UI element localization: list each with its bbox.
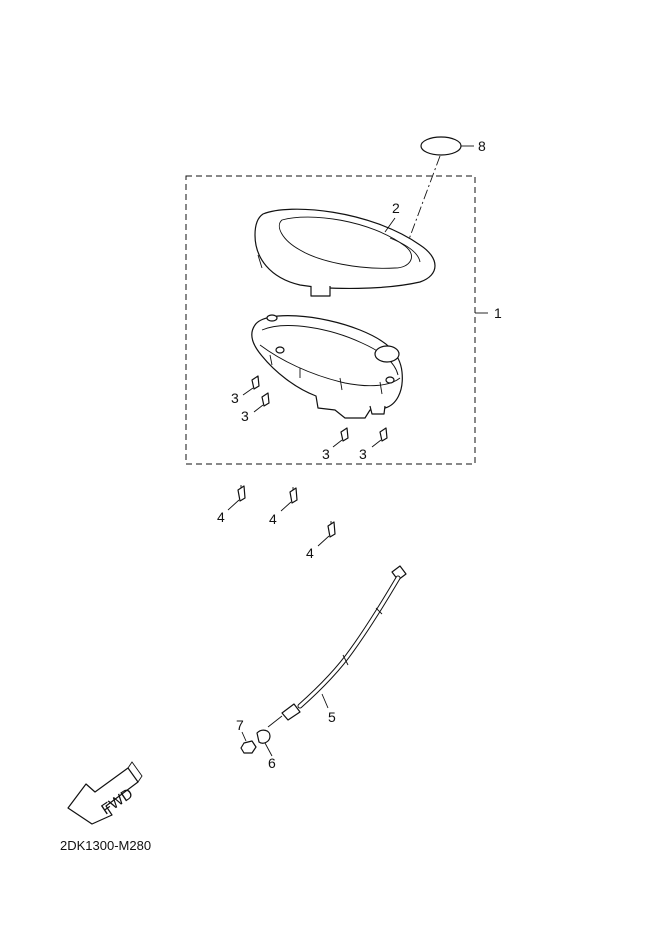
callout-4b: 4	[269, 511, 277, 527]
callout-4c: 4	[306, 545, 314, 561]
callout-3a: 3	[231, 390, 239, 406]
screw-3d	[371, 427, 388, 448]
diagram-code: 2DK1300-M280	[60, 838, 151, 853]
callout-8: 8	[478, 138, 486, 154]
meter-body	[251, 314, 403, 419]
screw-4a	[227, 485, 246, 511]
screw-3b	[253, 392, 270, 413]
leader-2	[384, 217, 396, 233]
speedometer-cable-part-5	[267, 565, 407, 728]
callout-3d: 3	[359, 446, 367, 462]
callout-4a: 4	[217, 509, 225, 525]
gasket-part-8	[420, 136, 474, 156]
callout-6: 6	[268, 755, 276, 771]
meter-cover-part-2	[254, 208, 436, 297]
fwd-direction-arrow: FWD	[67, 761, 143, 825]
callout-7: 7	[236, 717, 244, 733]
screw-3c	[332, 427, 349, 448]
callout-3b: 3	[241, 408, 249, 424]
assembly-boundary	[185, 175, 476, 465]
callout-2: 2	[392, 200, 400, 216]
callout-3c: 3	[322, 446, 330, 462]
callout-5: 5	[328, 709, 336, 725]
screw-3a	[242, 375, 260, 396]
nut-part-7	[240, 731, 257, 754]
clip-part-6	[256, 729, 273, 757]
screw-4c	[317, 521, 336, 547]
leader-8-dashdot	[404, 155, 441, 251]
callout-1: 1	[494, 305, 502, 321]
screw-4b	[280, 487, 298, 512]
